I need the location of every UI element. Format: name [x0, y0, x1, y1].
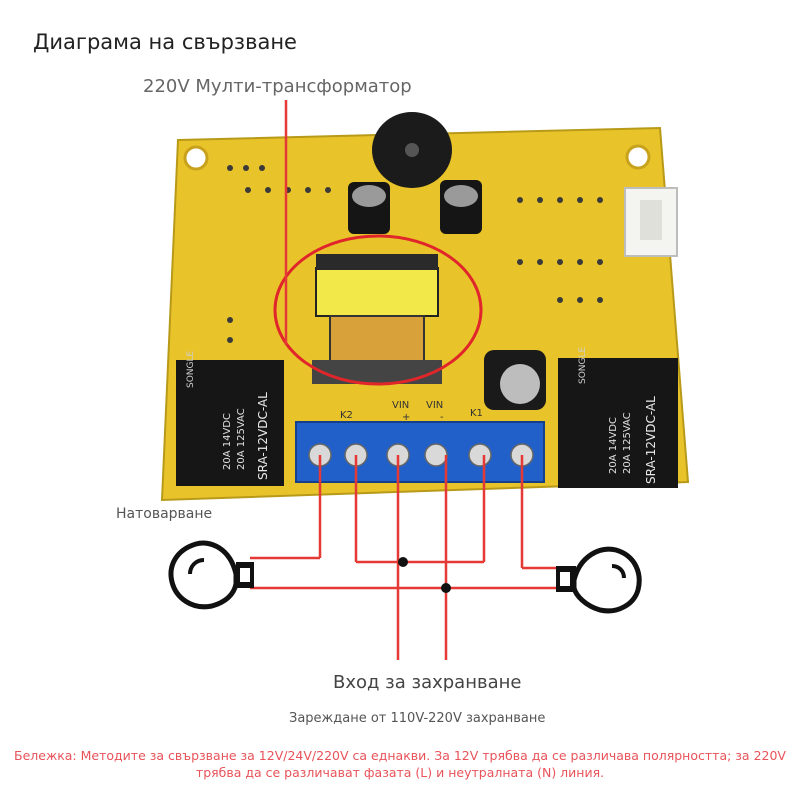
relay-left-rating-2: 20A 125VAC — [236, 408, 247, 470]
relay-right-rating-1: 20A 14VDC — [608, 417, 619, 474]
light-bulb-icon — [556, 546, 642, 614]
capacitor-large — [484, 350, 546, 410]
diagram-title: Диаграма на свързване — [33, 30, 297, 54]
terminal-label-plus: + — [402, 412, 411, 423]
terminal-label-vin1: VIN — [392, 400, 410, 411]
power-input-label: Вход за захранване — [333, 672, 522, 693]
relay-right-rating-2: 20A 125VAC — [622, 412, 633, 474]
transformer — [312, 254, 442, 384]
load-label: Натоварване — [116, 506, 213, 522]
relay-left-brand: SONGLE — [186, 350, 196, 388]
terminal-block — [295, 421, 545, 483]
capacitor-left — [348, 182, 390, 234]
relay-right-model: SRA-12VDC-AL — [644, 396, 658, 484]
light-bulb-icon — [168, 540, 254, 610]
white-connector — [624, 187, 678, 257]
relay-right — [558, 358, 678, 488]
wiring-note: Бележка: Методите за свързване за 12V/24… — [14, 748, 786, 780]
buzzer — [372, 112, 452, 188]
relay-right-brand: SONGLE — [578, 346, 588, 384]
transformer-label: 220V Мулти-трансформатор — [143, 76, 412, 97]
wiring — [250, 100, 560, 660]
relay-left-rating-1: 20A 14VDC — [222, 413, 233, 470]
terminal-label-minus: - — [440, 412, 444, 423]
capacitor-right — [440, 180, 482, 234]
relay-left-model: SRA-12VDC-AL — [256, 392, 270, 480]
charging-label: Зареждане от 110V-220V захранване — [289, 711, 546, 726]
junction-dots — [398, 557, 451, 593]
terminal-label-vin2: VIN — [426, 400, 444, 411]
transformer-highlight-circle — [273, 234, 483, 386]
relay-left — [176, 360, 284, 486]
terminal-label-k1: K1 — [470, 408, 483, 419]
terminal-label-k2: K2 — [340, 410, 353, 421]
